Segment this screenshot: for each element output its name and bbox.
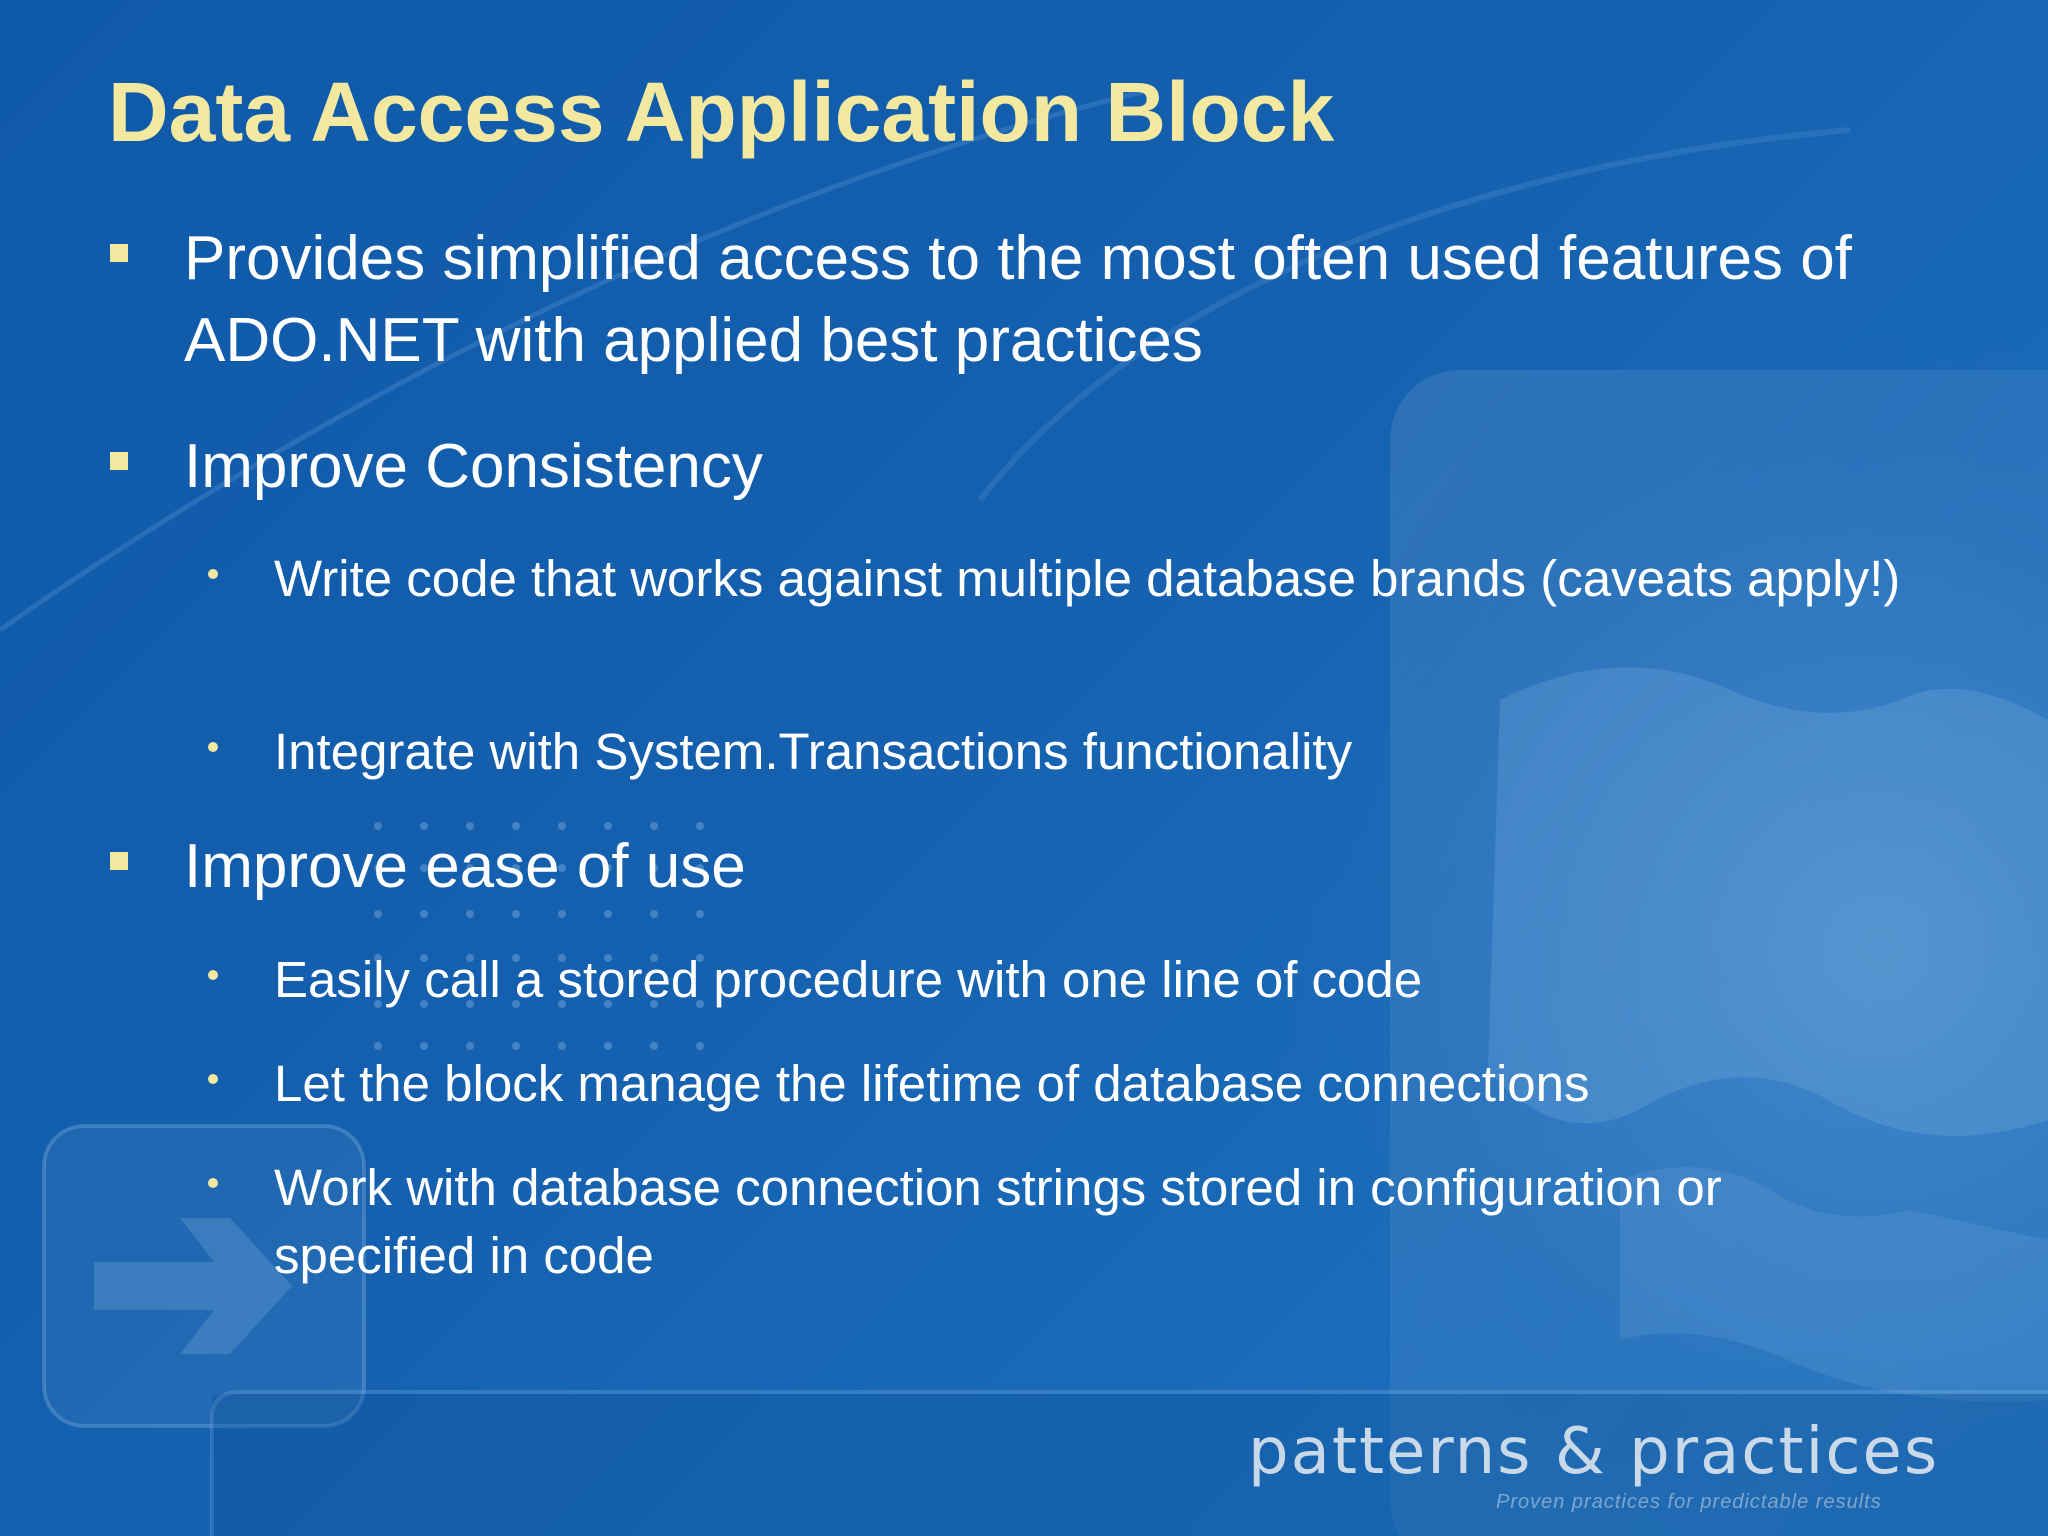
arc-line-2 xyxy=(977,127,1851,502)
continent-shape xyxy=(1488,667,2048,1136)
sub-bullet-item: Write code that works against multiple d… xyxy=(208,545,1908,613)
sub-bullet-text: Integrate with System.Transactions funct… xyxy=(274,723,1353,780)
sub-bullet-item: Let the block manage the lifetime of dat… xyxy=(208,1050,1908,1118)
bullet-text: Provides simplified access to the most o… xyxy=(184,224,1852,375)
dot-bullet-icon xyxy=(208,970,218,980)
sub-bullet-text: Write code that works against multiple d… xyxy=(274,550,1901,607)
square-bullet-icon xyxy=(110,452,128,470)
bullet-text: Improve Consistency xyxy=(184,432,763,501)
footer-band xyxy=(212,1394,2048,1536)
dot-grid xyxy=(374,822,704,1050)
square-bullet-icon xyxy=(110,244,128,262)
square-bullet-icon xyxy=(110,852,128,870)
sub-bullet-item: Work with database connection strings st… xyxy=(208,1154,1908,1290)
sub-bullet-item: Easily call a stored procedure with one … xyxy=(208,946,1908,1014)
bullet-item: Provides simplified access to the most o… xyxy=(110,218,1930,382)
arrow-logo-icon xyxy=(42,1124,366,1428)
sub-bullet-text: Easily call a stored procedure with one … xyxy=(274,951,1423,1008)
bullet-text: Improve ease of use xyxy=(184,832,746,901)
bullet-item: Improve ease of use xyxy=(110,826,1930,908)
globe-glow xyxy=(1260,330,2048,1536)
brand-tagline: Proven practices for predictable results xyxy=(1496,1491,1882,1513)
bullet-item: Improve Consistency xyxy=(110,426,1930,508)
brand-logo-text: patterns & practices xyxy=(1248,1415,1940,1489)
dot-bullet-icon xyxy=(208,1178,218,1188)
arc-line xyxy=(0,87,1151,633)
sub-bullet-text: Work with database connection strings st… xyxy=(274,1159,1722,1284)
dot-bullet-icon xyxy=(208,1074,218,1084)
continent-shape-2 xyxy=(1620,1167,2048,1402)
dot-bullet-icon xyxy=(208,742,218,752)
dot-bullet-icon xyxy=(208,569,218,579)
sub-bullet-item: Integrate with System.Transactions funct… xyxy=(208,718,1908,786)
sub-bullet-text: Let the block manage the lifetime of dat… xyxy=(274,1055,1590,1112)
footer-divider xyxy=(210,1390,2048,1536)
slide-title: Data Access Application Block xyxy=(108,65,1335,159)
